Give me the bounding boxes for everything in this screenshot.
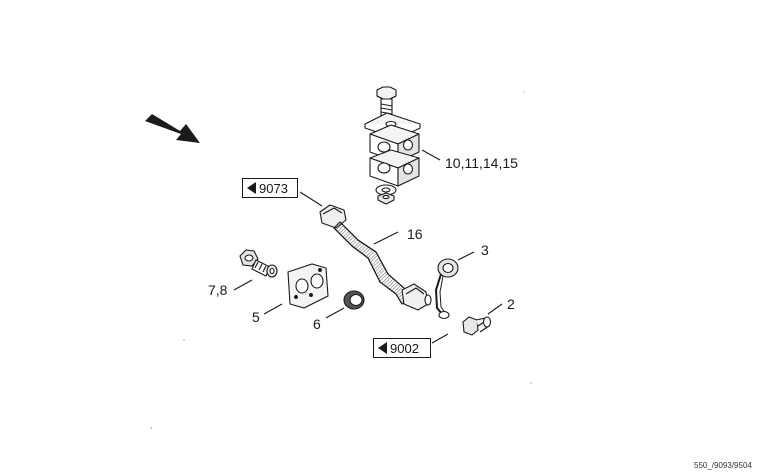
pipe-assembly xyxy=(299,191,432,311)
reference-lower-label: 9002 xyxy=(390,340,419,356)
left-triangle-icon xyxy=(247,182,256,194)
dust-cap xyxy=(434,251,475,320)
callout-gasket-plate: 5 xyxy=(252,309,260,325)
union-fitting xyxy=(462,303,503,336)
banjo-bolt xyxy=(233,249,278,291)
scan-specks xyxy=(150,91,532,429)
callout-fitting: 2 xyxy=(507,296,515,312)
reference-box-upper[interactable]: 9073 xyxy=(242,178,298,198)
reference-box-lower[interactable]: 9002 xyxy=(373,338,431,358)
seal-ring xyxy=(325,290,365,319)
callout-clamp: 10,11,14,15 xyxy=(445,155,518,171)
left-triangle-icon xyxy=(378,342,387,354)
gasket-plate xyxy=(263,263,329,315)
direction-arrow-icon xyxy=(145,114,200,143)
callout-cap: 3 xyxy=(481,242,489,258)
callout-seal-ring: 6 xyxy=(313,316,321,332)
reference-upper-label: 9073 xyxy=(259,180,288,196)
callout-banjo-bolt: 7,8 xyxy=(208,282,228,298)
leader-9002 xyxy=(431,333,449,344)
clamp-assembly xyxy=(364,86,441,205)
drawing-code: 550_/9093/9504 xyxy=(694,461,752,470)
callout-pipe: 16 xyxy=(407,226,423,242)
